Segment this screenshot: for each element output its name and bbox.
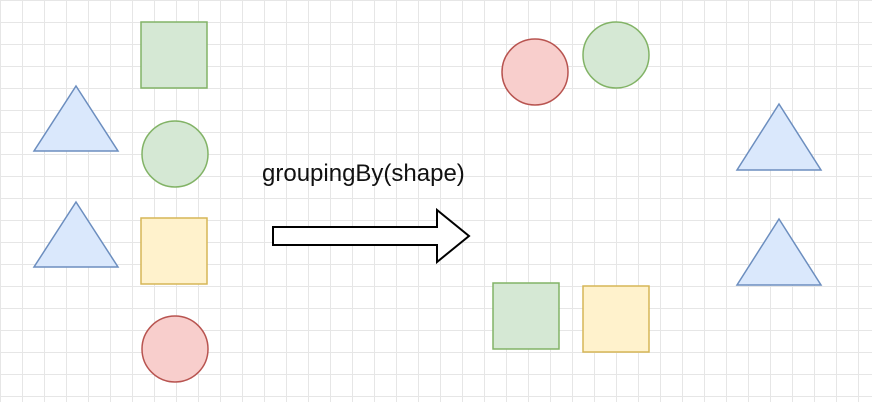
input-circle-red — [141, 315, 209, 383]
group-triangle-blue-2 — [735, 217, 823, 286]
group-circle-red — [501, 38, 569, 106]
operation-label: groupingBy(shape) — [262, 160, 465, 187]
input-square-yellow — [140, 217, 208, 285]
group-circle-green — [582, 21, 650, 89]
input-square-green — [140, 21, 208, 89]
group-square-yellow — [582, 285, 650, 353]
group-triangle-blue-1 — [735, 102, 823, 171]
group-square-green — [492, 282, 560, 350]
input-circle-green — [141, 120, 209, 188]
group-arrow — [272, 207, 471, 265]
input-triangle-blue-1 — [32, 84, 120, 152]
input-triangle-blue-2 — [32, 200, 120, 268]
